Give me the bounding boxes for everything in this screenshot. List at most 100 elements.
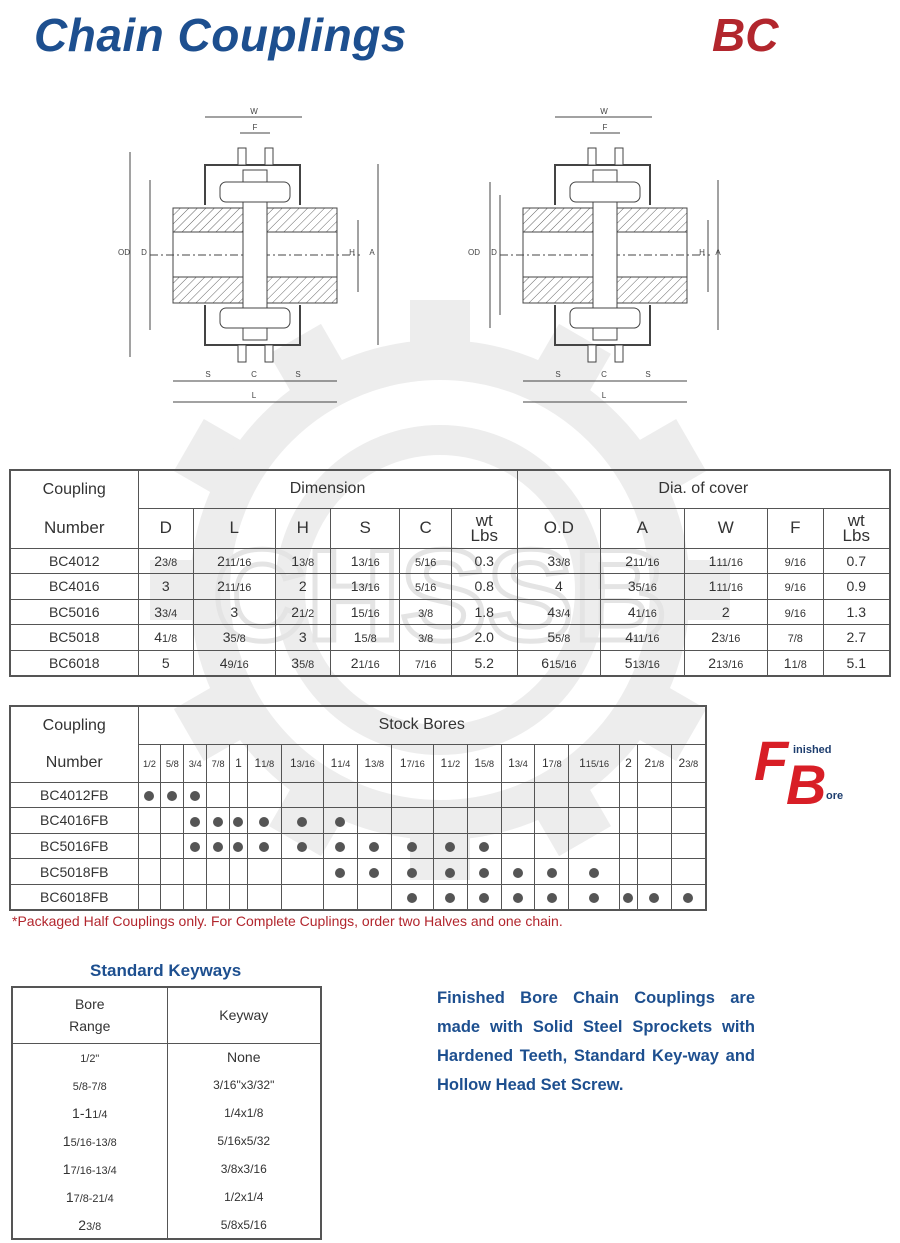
table-row: BC5016FB xyxy=(9,832,707,860)
dim-value: 3 xyxy=(137,573,194,600)
bore-size-header: 11/4 xyxy=(323,743,358,783)
keyways-title: Standard Keyways xyxy=(90,961,242,980)
group-cover-header: Dia. of cover xyxy=(516,469,891,509)
bore-cell xyxy=(160,858,185,885)
bore-cell xyxy=(323,781,358,809)
svg-text:H: H xyxy=(699,248,705,257)
dim-value: 0.9 xyxy=(822,573,891,600)
dim-value: 41/8 xyxy=(137,624,194,651)
bore-size-header: 13/16 xyxy=(280,743,325,783)
bore-cell xyxy=(280,883,325,911)
bore-cell xyxy=(466,781,502,809)
bore-available-dot xyxy=(167,791,178,802)
bore-coupling-number: BC4012FB xyxy=(9,781,139,809)
dim-value: 35/16 xyxy=(600,573,685,600)
bore-size-header: 17/8 xyxy=(534,743,570,783)
bore-available-dot xyxy=(233,816,244,827)
bore-cell xyxy=(500,781,536,809)
svg-text:H: H xyxy=(349,248,355,257)
bore-cell xyxy=(534,832,570,860)
bore-cell xyxy=(619,858,638,885)
bore-cell xyxy=(246,858,282,885)
bore-cell xyxy=(356,781,392,809)
kw-bore-range: 1/2" xyxy=(11,1043,168,1071)
table-row: BC5018FB xyxy=(9,858,707,885)
dimension-table: Coupling Dimension Dia. of cover Number … xyxy=(9,469,891,677)
svg-text:A: A xyxy=(369,248,375,257)
bore-cell xyxy=(568,858,620,885)
kw-keyway: 1/4x1/8 xyxy=(166,1099,322,1127)
dim-value: 213/16 xyxy=(683,649,769,676)
bore-coupling-number: BC6018FB xyxy=(9,883,139,911)
kw-bore-range: 5/8-7/8 xyxy=(11,1071,168,1099)
bore-available-dot xyxy=(213,816,224,827)
bore-available-dot xyxy=(335,867,346,878)
dim-col-header: O.D xyxy=(516,507,602,549)
col-coupling-header: Coupling xyxy=(9,469,139,508)
dim-value: 21/2 xyxy=(274,598,331,625)
bore-available-dot xyxy=(369,867,380,878)
kw-bore-range: 1-11/4 xyxy=(11,1099,168,1127)
dim-value: 9/16 xyxy=(767,573,824,600)
bore-available-dot xyxy=(445,867,456,878)
bore-cell xyxy=(670,832,707,860)
bore-cell xyxy=(390,883,434,911)
bore-available-dot xyxy=(589,867,600,878)
dim-value: 23/16 xyxy=(683,624,769,651)
product-code: BC xyxy=(712,9,779,61)
bore-available-dot xyxy=(190,842,201,853)
kw-bore-range: 15/16-13/8 xyxy=(11,1127,168,1155)
bore-available-dot xyxy=(407,842,418,853)
dim-value: 3/8 xyxy=(399,598,452,625)
bore-cell xyxy=(619,781,638,809)
bore-cell xyxy=(280,858,325,885)
svg-text:OD: OD xyxy=(118,248,130,257)
dim-col-header: S xyxy=(329,507,401,549)
table-row: BC4012FB xyxy=(9,781,707,809)
coupling-number: BC5018 xyxy=(9,624,139,651)
kw-keyway-header: Keyway xyxy=(166,986,322,1044)
bore-cell xyxy=(356,832,392,860)
bore-cell xyxy=(280,832,325,860)
bore-available-dot xyxy=(445,842,456,853)
table-row: BC4016FB xyxy=(9,807,707,834)
bore-cell xyxy=(183,807,208,834)
bore-cell xyxy=(636,883,672,911)
bore-cell xyxy=(323,883,358,911)
bore-cell xyxy=(568,781,620,809)
svg-text:F: F xyxy=(253,123,258,132)
bores-group-header: Stock Bores xyxy=(137,705,707,745)
bore-available-dot xyxy=(297,816,308,827)
bore-available-dot xyxy=(297,842,308,853)
bore-available-dot xyxy=(213,842,224,853)
bore-cell xyxy=(500,807,536,834)
bore-cell xyxy=(500,858,536,885)
kw-keyway: 1/2x1/4 xyxy=(166,1183,322,1211)
bore-cell xyxy=(636,858,672,885)
kw-bore-range: 17/8-21/4 xyxy=(11,1183,168,1211)
bore-size-header: 11/2 xyxy=(432,743,468,783)
svg-text:S: S xyxy=(295,370,300,379)
bore-cell xyxy=(466,883,502,911)
dim-value: 49/16 xyxy=(192,649,276,676)
dim-value: 513/16 xyxy=(600,649,685,676)
dim-value: 7/8 xyxy=(767,624,824,651)
bore-size-header: 13/8 xyxy=(356,743,392,783)
bore-cell xyxy=(619,832,638,860)
dim-value: 55/8 xyxy=(516,624,602,651)
kw-keyway: 3/8x3/16 xyxy=(166,1155,322,1183)
bore-available-dot xyxy=(513,867,523,878)
bore-cell xyxy=(390,781,434,809)
bore-cell xyxy=(390,832,434,860)
bore-available-dot xyxy=(589,893,600,904)
dim-value: 3 xyxy=(192,598,276,625)
kw-keyway: 3/16"x3/32" xyxy=(166,1071,322,1099)
bore-cell xyxy=(229,858,248,885)
bore-cell xyxy=(206,781,230,809)
bore-cell xyxy=(229,807,248,834)
bore-available-dot xyxy=(190,791,201,802)
